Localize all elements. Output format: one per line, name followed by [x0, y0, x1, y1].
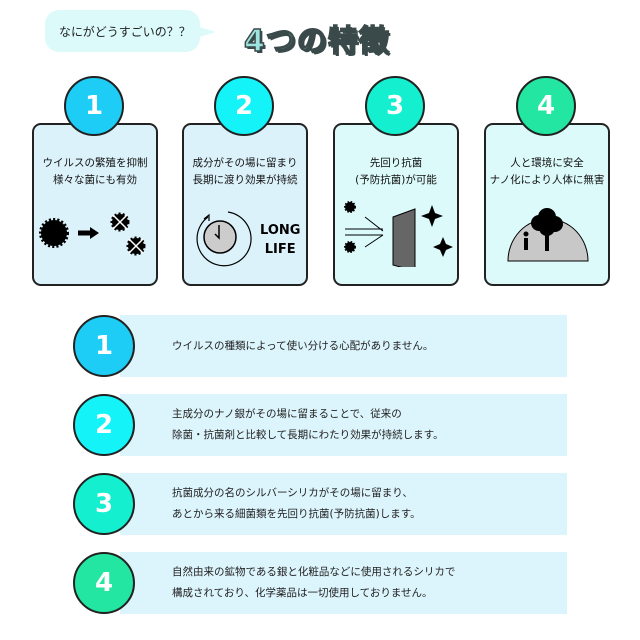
- card-line: ナノ化により人体に無害: [489, 174, 605, 186]
- clock-icon: [196, 211, 252, 267]
- row-number-4: 4: [73, 552, 135, 614]
- card-line: 長期に渡り効果が持続: [192, 174, 298, 186]
- feature-card-1: ウイルスの繁殖を抑制様々な菌にも有効: [32, 123, 158, 286]
- long-text: LONG: [260, 223, 301, 238]
- bubble-text: なにがどうすごいの？？: [59, 24, 191, 39]
- card-number-3: 3: [365, 76, 425, 136]
- row-line: 構成されており、化学薬品は一切使用しておりません。: [172, 587, 433, 599]
- row-line: 自然由来の鉱物である銀と化粧品などに使用されるシリカで: [172, 566, 456, 578]
- card-line: 様々な菌にも有効: [53, 174, 137, 186]
- feature-row-1: ウイルスの種類によって使い分ける心配がありません。: [120, 315, 567, 377]
- row-line: 主成分のナノ銀がその場に留まることで、従来の: [172, 408, 402, 420]
- row-number-2: 2: [73, 394, 135, 456]
- feature-row-2: 主成分のナノ銀がその場に留まることで、従来の除菌・抗菌剤と比較して長期にわたり効…: [120, 394, 567, 456]
- card-line: 人と環境に安全: [510, 157, 584, 169]
- card-line: 成分がその場に留まり: [192, 157, 298, 169]
- feature-row-4: 自然由来の鉱物である銀と化粧品などに使用されるシリカで構成されており、化学薬品は…: [120, 552, 567, 614]
- row-line: あとから来る細菌類を先回り抗菌(予防抗菌)します。: [172, 508, 421, 520]
- row-number-3: 3: [73, 473, 135, 535]
- shield-barrier-icon: [344, 201, 453, 267]
- card-number-1: 1: [64, 76, 124, 136]
- feature-card-2: 成分がその場に留まり長期に渡り効果が持続 LONG LIFE: [182, 123, 308, 286]
- feature-card-3: 先回り抗菌 (予防抗菌)が可能: [333, 123, 459, 286]
- virus-destroyed-icon: [39, 212, 146, 256]
- card-line: ウイルスの繁殖を抑制: [42, 157, 148, 169]
- card-number-4: 4: [516, 76, 576, 136]
- card-number-2: 2: [214, 76, 274, 136]
- card-line: 先回り抗菌: [369, 157, 423, 169]
- row-line: ウイルスの種類によって使い分ける心配がありません。: [172, 339, 434, 352]
- tree-person-icon: [507, 208, 589, 262]
- row-line: 除菌・抗菌剤と比較して長期にわたり効果が持続します。: [172, 429, 444, 441]
- life-text: LIFE: [264, 242, 296, 257]
- speech-bubble: なにがどうすごいの？？: [45, 10, 216, 52]
- feature-row-3: 抗菌成分の名のシルバーシリカがその場に留まり、あとから来る細菌類を先回り抗菌(予…: [120, 473, 567, 535]
- feature-card-4: 人と環境に安全ナノ化により人体に無害: [484, 123, 610, 286]
- card-line: (予防抗菌)が可能: [355, 174, 437, 186]
- row-line: 抗菌成分の名のシルバーシリカがその場に留まり、: [172, 487, 413, 499]
- row-number-1: 1: [73, 315, 135, 377]
- page-title: 4つの特徴: [243, 23, 390, 60]
